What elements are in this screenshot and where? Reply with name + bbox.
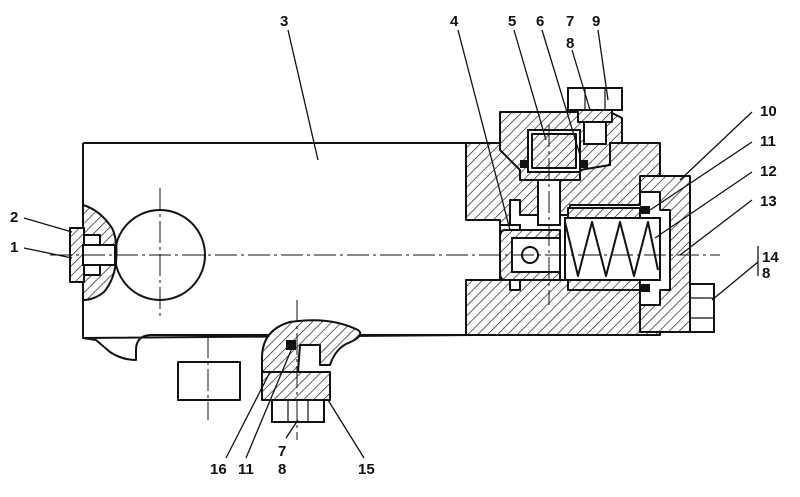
label-5: 5 <box>508 13 516 30</box>
top-bolt-shank <box>583 121 607 145</box>
leader-15 <box>327 399 365 459</box>
label-2: 2 <box>10 209 18 226</box>
leader-6 <box>541 29 581 156</box>
spring-sleeve-top <box>567 207 641 219</box>
label-12: 12 <box>760 163 777 180</box>
top-plug-hatch <box>531 133 577 169</box>
leader-9 <box>597 29 609 101</box>
label-3: 3 <box>280 13 288 30</box>
leader-1 <box>23 247 73 259</box>
valve-block <box>465 142 661 336</box>
leader-13 <box>679 199 753 256</box>
label-6: 6 <box>536 13 544 30</box>
top-bolt-head <box>567 87 623 111</box>
label-14: 14 <box>762 249 779 266</box>
left-fitting <box>82 204 118 301</box>
label-9: 9 <box>592 13 600 30</box>
label-7-bottom: 7 <box>278 443 286 460</box>
label-1: 1 <box>10 239 18 256</box>
top-seal-left <box>520 160 528 168</box>
label-8-right: 8 <box>762 265 770 282</box>
top-seal-right <box>580 160 588 168</box>
leader-14-8 <box>711 261 759 301</box>
label-7-top: 7 <box>566 13 574 30</box>
label-11-top: 11 <box>760 133 776 150</box>
leader-11-bottom <box>245 347 293 459</box>
seal-ring-upper <box>640 206 650 214</box>
leader-2 <box>23 217 73 233</box>
label-16: 16 <box>210 461 227 478</box>
label-4: 4 <box>450 13 459 30</box>
leader-7-8 <box>571 49 591 111</box>
side-bolt-head <box>689 283 715 333</box>
label-11-bottom: 11 <box>238 461 254 478</box>
bottom-seal <box>286 340 296 350</box>
label-8-top: 8 <box>566 35 574 52</box>
label-13: 13 <box>760 193 777 210</box>
spring <box>564 221 659 277</box>
label-10: 10 <box>760 103 777 120</box>
leader-10 <box>679 111 753 181</box>
leader-16 <box>225 371 271 459</box>
seal-ring-lower <box>640 284 650 292</box>
leader-3 <box>287 29 319 161</box>
leader-12 <box>654 171 753 239</box>
leader-11-top <box>649 141 753 211</box>
spring-sleeve-bottom <box>567 279 641 291</box>
leader-4 <box>457 29 511 231</box>
bottom-boss <box>261 319 362 373</box>
lower-plug <box>177 361 241 401</box>
leader-7-8-bottom <box>285 419 299 439</box>
bottom-nut <box>271 399 325 423</box>
label-15: 15 <box>358 461 375 478</box>
leader-5 <box>513 29 547 141</box>
label-8-bottom: 8 <box>278 461 286 478</box>
top-bolt-washer <box>577 109 613 123</box>
